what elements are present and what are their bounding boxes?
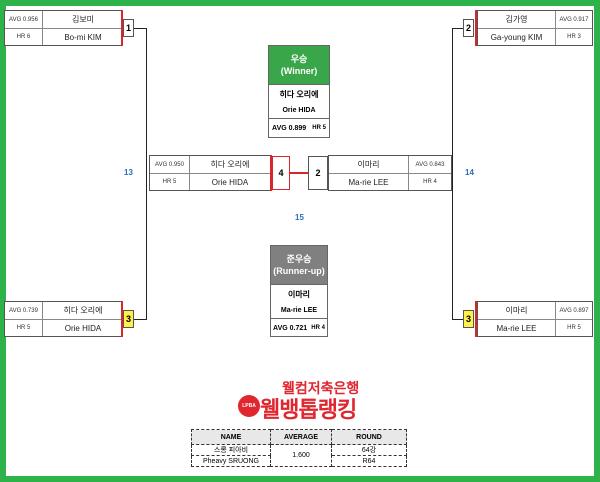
winner-header: 우승 (Winner) <box>269 46 329 85</box>
winner-name-ko: 히다 오리에 <box>279 89 319 99</box>
table-header-name: NAME <box>191 429 271 445</box>
runner-up-avg: AVG 0.721 <box>273 324 308 332</box>
runner-up-title-ko: 준우승 <box>286 254 312 264</box>
final-player-box-left: AVG 0.950 히다 오리에 HR 5 Orie HIDA <box>149 155 271 191</box>
player-hr: HR 4 <box>423 179 437 185</box>
player-name-en: Orie HIDA <box>64 323 102 333</box>
table-header-average: AVERAGE <box>270 429 332 445</box>
player-hr: HR 3 <box>567 34 581 40</box>
bracket-line <box>452 319 463 320</box>
player-name-ko: 김가영 <box>478 11 556 29</box>
table-round-ko: 64강 <box>331 444 407 456</box>
final-player-box-right: 이마리 AVG 0.843 Ma-rie LEE HR 4 <box>328 155 452 191</box>
winner-title-ko: 우승 <box>290 54 308 64</box>
runner-up-title-en: (Runner-up) <box>273 266 325 276</box>
bracket-line <box>452 28 453 320</box>
highlight-bar <box>121 10 123 46</box>
player-box-top-right: 김가영 AVG 0.917 Ga-young KIM HR 3 <box>477 10 593 46</box>
bracket-line <box>134 319 147 320</box>
seed-badge: 2 <box>463 19 474 37</box>
logo-line2: 웰뱅톱랭킹 <box>260 397 357 422</box>
player-hr: HR 5 <box>5 320 43 336</box>
player-avg: AVG 0.739 <box>5 302 43 320</box>
seed-badge: 3 <box>123 310 134 328</box>
player-hr: HR 5 <box>567 325 581 331</box>
table-name-en: Pheavy SRUONG <box>191 455 271 467</box>
sponsor-logo: 웰컴저축은행 LPBA 웰뱅톱랭킹 <box>238 378 368 422</box>
player-name-ko: 히다 오리에 <box>190 156 270 174</box>
runner-up-header: 준우승 (Runner-up) <box>271 246 327 285</box>
player-name-en: Ma-rie LEE <box>478 320 556 336</box>
seed-badge: 3 <box>463 310 474 328</box>
player-avg: AVG 0.843 <box>409 156 451 174</box>
bracket-line <box>134 28 147 29</box>
winner-hr: HR 5 <box>312 125 326 131</box>
runner-up-name-en: Ma-rie LEE <box>271 303 327 319</box>
seed-badge: 1 <box>123 19 134 37</box>
player-avg: AVG 0.917 <box>556 11 592 29</box>
player-box-top-left: AVG 0.956 김보미 HR 6 Bo-mi KIM <box>4 10 123 46</box>
table-round-en: R64 <box>331 455 407 467</box>
player-avg: AVG 0.956 <box>5 11 43 29</box>
match-number-right: 14 <box>465 168 474 177</box>
result-table: NAME AVERAGE ROUND 스롱 피아비 1.600 64강 Phea… <box>191 429 407 467</box>
lpba-badge-text: LPBA <box>242 403 256 409</box>
player-name-ko: 이마리 <box>329 156 409 174</box>
match-number-final: 15 <box>295 213 304 222</box>
player-box-bottom-left: AVG 0.739 히다 오리에 HR 5 Orie HIDA <box>4 301 123 337</box>
final-connector <box>290 172 308 174</box>
player-name-en: Ma-rie LEE <box>329 174 409 190</box>
bracket-line <box>452 28 463 29</box>
player-box-bottom-right: 이마리 AVG 0.897 Ma-rie LEE HR 5 <box>477 301 593 337</box>
final-score: 2 <box>308 156 328 190</box>
bracket-line <box>146 28 147 320</box>
player-name-ko: 히다 오리에 <box>43 302 123 320</box>
player-name-ko: 김보미 <box>43 11 123 29</box>
player-hr: HR 6 <box>5 29 43 45</box>
highlight-bar <box>475 301 477 337</box>
logo-line1: 웰컴저축은행 <box>282 380 360 396</box>
highlight-bar <box>475 10 477 46</box>
player-name-en: Bo-mi KIM <box>64 32 102 42</box>
player-avg: AVG 0.897 <box>556 302 592 320</box>
runner-up-hr: HR 4 <box>311 325 325 331</box>
runner-up-name-ko: 이마리 <box>287 289 311 299</box>
lpba-badge: LPBA <box>238 395 260 417</box>
match-number-left: 13 <box>124 168 133 177</box>
winner-title-en: (Winner) <box>280 66 318 76</box>
table-name-ko: 스롱 피아비 <box>191 444 271 456</box>
winner-avg: AVG 0.899 <box>272 124 307 132</box>
player-avg: AVG 0.950 <box>150 156 190 174</box>
winner-name-en: Orie HIDA <box>269 103 329 119</box>
table-header-round: ROUND <box>331 429 407 445</box>
highlight-bar <box>270 155 272 191</box>
player-name-ko: 이마리 <box>478 302 556 320</box>
runner-up-box: 준우승 (Runner-up) 이마리 Ma-rie LEE AVG 0.721… <box>270 245 328 337</box>
final-score: 4 <box>272 156 290 190</box>
highlight-bar <box>121 301 123 337</box>
player-hr: HR 5 <box>150 174 190 190</box>
player-name-en: Orie HIDA <box>211 177 249 187</box>
winner-box: 우승 (Winner) 히다 오리에 Orie HIDA AVG 0.899 H… <box>268 45 330 138</box>
table-average: 1.600 <box>270 444 332 467</box>
player-name-en: Ga-young KIM <box>478 29 556 45</box>
